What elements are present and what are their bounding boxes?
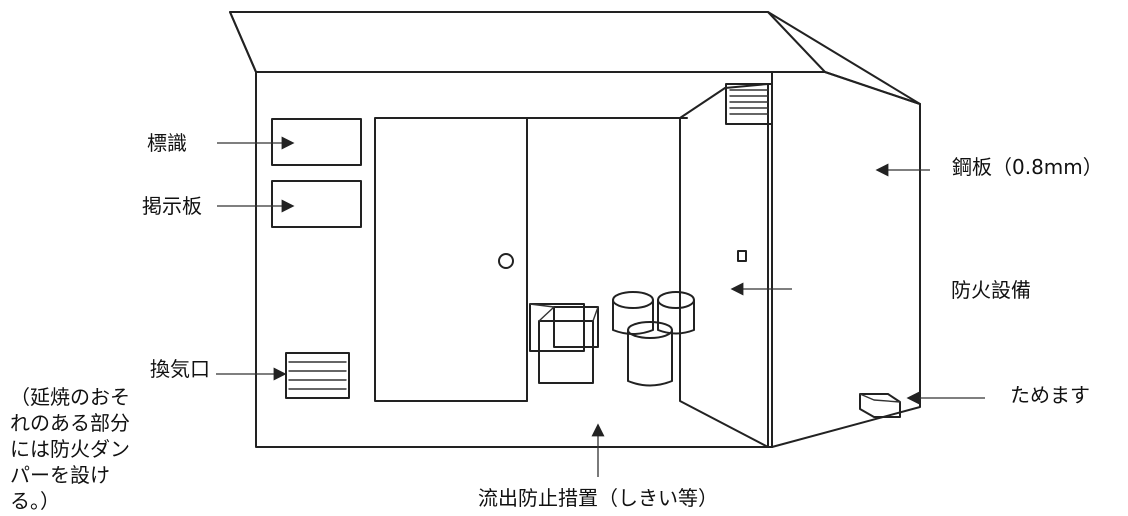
- stored-containers: [529, 291, 695, 387]
- sign-panel: [217, 118, 362, 166]
- ventilation-grille: [216, 352, 350, 399]
- building-body: [255, 71, 921, 448]
- sign-label: 標識: [147, 131, 187, 155]
- notice-board-label: 掲示板: [142, 194, 202, 218]
- notice-board-panel: [217, 180, 362, 228]
- steel-plate-label: 鋼板（0.8mm）: [952, 155, 1103, 179]
- spill-prevention-label: 流出防止措置（しきい等）: [478, 486, 718, 510]
- doors: [374, 83, 792, 448]
- catch-basin: [859, 391, 985, 418]
- roof: [229, 11, 921, 105]
- ventilation-note-label: （延焼のおそれのある部分には防火ダンパーを設ける。）: [10, 385, 130, 513]
- catch-basin-label: ためます: [1010, 383, 1090, 407]
- fire-equipment-label: 防火設備: [951, 278, 1031, 302]
- top-vent: [725, 83, 773, 125]
- ventilation-label: 換気口: [150, 357, 210, 381]
